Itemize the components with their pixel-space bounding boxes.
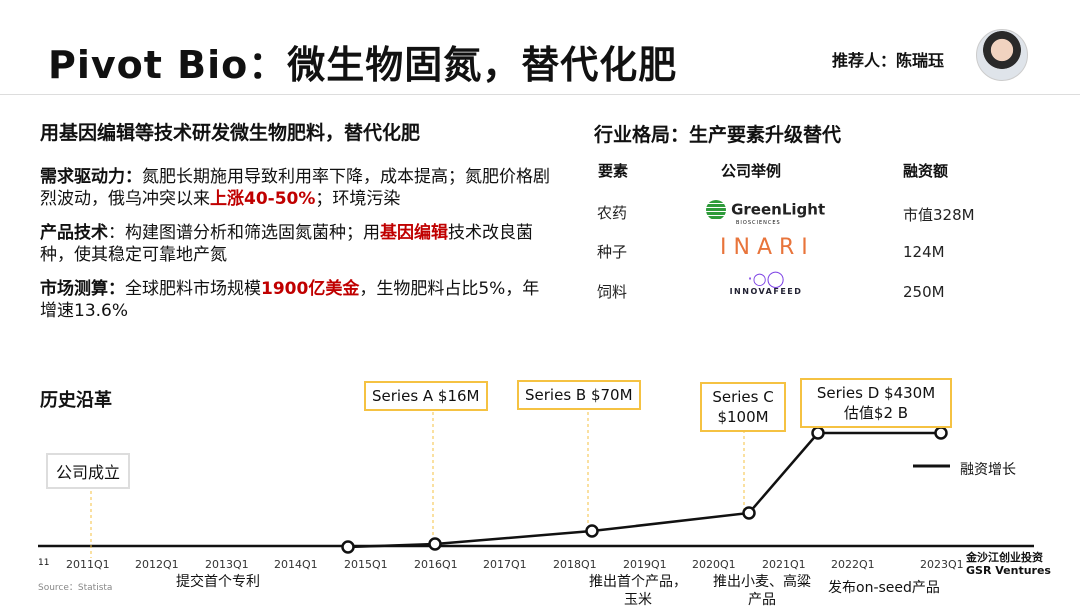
tick-label: 2023Q1	[920, 558, 964, 571]
greenlight-icon	[706, 199, 726, 220]
event: 推出首个产品，玉米	[589, 574, 687, 608]
tick-label: 2020Q1	[692, 558, 736, 571]
page-number: 11	[38, 558, 50, 568]
funding-point	[742, 506, 756, 520]
highlight: 基因编辑	[380, 223, 448, 243]
label: 市场测算：	[40, 279, 125, 299]
text: ；环境污染	[315, 189, 401, 209]
divider	[0, 94, 1080, 95]
tick-label: 2018Q1	[553, 558, 597, 571]
label: 需求驱动力：	[40, 167, 142, 187]
greenlight-logo: GreenLight BIOSCIENCES	[706, 199, 825, 226]
highlight: 上涨40-50%	[210, 189, 316, 209]
innovafeed-logo: ·○◯ INNOVAFEED	[725, 269, 807, 297]
tick-label: 2021Q1	[762, 558, 806, 571]
tick-label: 2012Q1	[135, 558, 179, 571]
event: 发布on-seed产品	[828, 580, 940, 596]
innovafeed-icon: ·○◯	[747, 269, 785, 288]
tick-label: 2017Q1	[483, 558, 527, 571]
col-factor: 要素	[598, 162, 629, 180]
company-sub: BIOSCIENCES	[736, 219, 781, 226]
inari-logo: INARI	[720, 235, 815, 260]
series-b-box: Series B $70M	[517, 380, 641, 410]
amount: 250M	[903, 283, 945, 301]
funding-point	[811, 426, 825, 440]
company: GreenLight	[731, 200, 826, 219]
text: ：构建图谱分析和筛选固氮菌种；用	[108, 223, 380, 243]
recommender: 推荐人：陈瑞珏	[832, 51, 945, 70]
label: 产品技术	[40, 223, 108, 243]
tick-label: 2015Q1	[344, 558, 388, 571]
text: ，生物肥料占比5%，年增速13.6%	[40, 279, 540, 321]
amount: 市值328M	[903, 206, 975, 224]
valuation: 估值$2 B	[843, 404, 909, 422]
highlight: 1900亿美金	[261, 279, 360, 299]
market-paragraph: 市场测算：全球肥料市场规模1900亿美金，生物肥料占比5%，年增速13.6%	[40, 278, 555, 322]
funding-point	[341, 540, 355, 554]
page-title: Pivot Bio：微生物固氮，替代化肥	[48, 43, 678, 87]
tick-label: 2013Q1	[205, 558, 249, 571]
funding-line	[347, 431, 941, 549]
legend-label: 融资增长	[960, 462, 1016, 478]
tick-label: 2014Q1	[274, 558, 318, 571]
series-a-box: Series A $16M	[364, 381, 488, 411]
text: 全球肥料市场规模	[125, 279, 261, 299]
tech-paragraph: 产品技术：构建图谱分析和筛选固氮菌种；用基因编辑技术改良菌种，使其稳定可靠地产氮	[40, 222, 555, 266]
tick-label: 2016Q1	[414, 558, 458, 571]
event: 提交首个专利	[176, 574, 260, 590]
founded-label: 公司成立	[46, 453, 131, 489]
tick-label: 2019Q1	[623, 558, 667, 571]
text: 技术改良菌种，使其稳定可靠地产氮	[40, 223, 533, 265]
company: INNOVAFEED	[729, 287, 803, 296]
timeline-heading: 历史沿革	[40, 390, 112, 411]
tick-label: 2022Q1	[831, 558, 875, 571]
col-amount: 融资额	[903, 162, 949, 180]
right-heading: 行业格局：生产要素升级替代	[594, 124, 842, 146]
brand-en: GSR Ventures	[966, 564, 1051, 577]
funding-point	[585, 524, 599, 538]
source: Source：Statista	[38, 583, 113, 593]
avatar	[976, 29, 1028, 81]
funding-point	[934, 426, 948, 440]
amount: 124M	[903, 243, 945, 261]
brand-cn: 金沙江创业投资	[966, 551, 1043, 564]
tick-label: 2011Q1	[66, 558, 110, 571]
col-company: 公司举例	[721, 162, 782, 180]
demand-paragraph: 需求驱动力：氮肥长期施用导致利用率下降，成本提高；氮肥价格剧烈波动，俄乌冲突以来…	[40, 166, 555, 210]
factor: 种子	[597, 243, 628, 261]
event: 推出小麦、高粱产品	[713, 574, 811, 608]
funding-point	[428, 537, 442, 551]
factor: 农药	[597, 204, 628, 222]
series-d-box: Series D $430M 估值$2 B	[800, 378, 952, 428]
factor: 饲料	[597, 283, 628, 301]
series-d: Series D $430M	[816, 384, 936, 402]
left-paragraphs: 需求驱动力：氮肥长期施用导致利用率下降，成本提高；氮肥价格剧烈波动，俄乌冲突以来…	[40, 166, 555, 322]
series-c-box: Series C $100M	[700, 382, 786, 432]
text: 氮肥长期施用导致利用率下降，成本提高；氮肥价格剧烈波动，俄乌冲突以来	[40, 167, 550, 209]
left-heading: 用基因编辑等技术研发微生物肥料，替代化肥	[40, 122, 421, 144]
